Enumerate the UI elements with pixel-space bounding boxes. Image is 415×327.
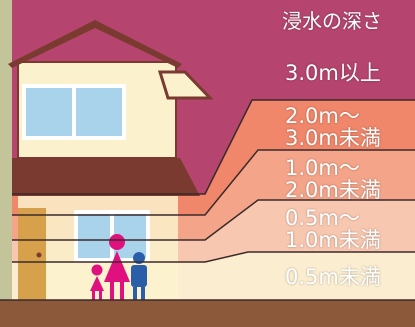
level-label-line: 0.5m～ <box>285 206 360 230</box>
level-label-line: 1.0m～ <box>285 156 360 180</box>
level-divider-lines <box>12 99 415 263</box>
depth-band-2-3m <box>12 100 415 215</box>
level-label-line: 0.5m未満 <box>285 265 381 289</box>
level-label-under-05m: 0.5m未満 <box>285 266 381 288</box>
level-label-05-1m: 0.5m～ 1.0m未満 <box>285 207 381 251</box>
ground <box>0 300 415 327</box>
level-label-line: 2.0m未満 <box>285 178 381 202</box>
level-label-line: 2.0m～ <box>285 104 360 128</box>
house <box>8 20 214 300</box>
door <box>18 208 46 300</box>
level-label-2-3m: 2.0m～ 3.0m未満 <box>285 105 381 149</box>
level-label-1-2m: 1.0m～ 2.0m未満 <box>285 157 381 201</box>
level-label-line: 3.0m以上 <box>285 61 381 85</box>
level-label-3m-plus: 3.0m以上 <box>285 62 381 84</box>
level-label-line: 1.0m未満 <box>285 228 381 252</box>
diagram-title: 浸水の深さ <box>282 9 382 33</box>
family-figures <box>90 234 147 301</box>
level-label-line: 3.0m未満 <box>285 126 381 150</box>
